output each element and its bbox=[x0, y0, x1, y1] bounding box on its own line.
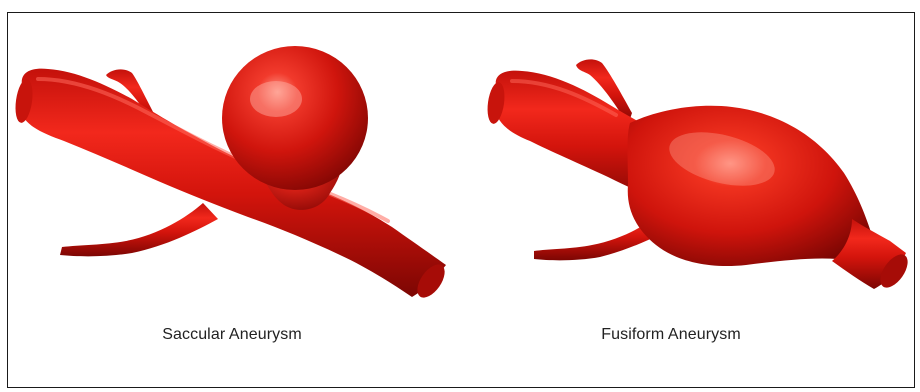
figure-frame: Saccular Aneurysm bbox=[7, 12, 915, 388]
fusiform-bulge bbox=[628, 106, 873, 266]
saccular-panel: Saccular Aneurysm bbox=[8, 13, 460, 387]
saccular-bulge bbox=[222, 46, 368, 190]
fusiform-label: Fusiform Aneurysm bbox=[444, 326, 898, 344]
fusiform-panel: Fusiform Aneurysm bbox=[460, 13, 914, 387]
lower-branch bbox=[60, 203, 218, 256]
bulge-highlight bbox=[250, 81, 302, 117]
saccular-label: Saccular Aneurysm bbox=[6, 326, 458, 344]
